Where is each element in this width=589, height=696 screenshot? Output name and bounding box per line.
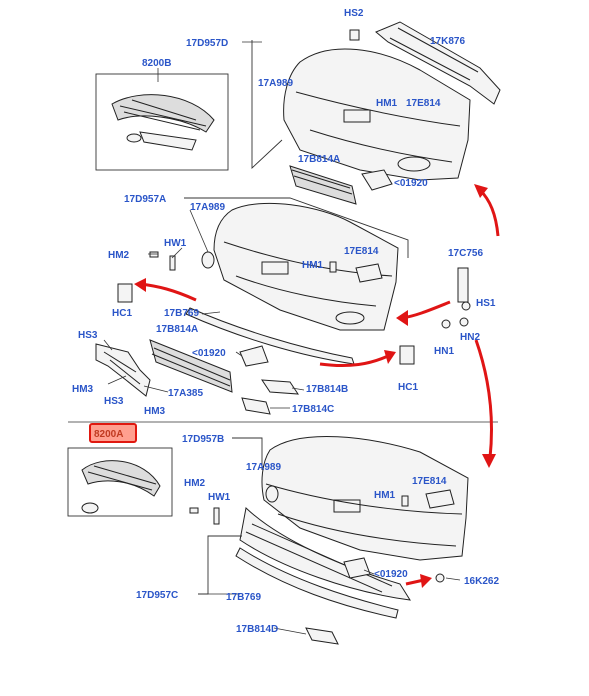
grille-8200A[interactable] (81, 460, 161, 497)
side-grille-17B814D[interactable] (305, 627, 339, 645)
arrow-lip-to-hc1 (319, 354, 389, 368)
label-HS3-bottom: HS3 (104, 396, 124, 407)
nut-HN1[interactable] (441, 319, 451, 329)
label-17A989-top: 17A989 (258, 78, 293, 89)
fastener-HM2-mid[interactable] (149, 251, 159, 258)
label-17B814A-mid: 17B814A (156, 324, 198, 335)
grille-8200B-box (95, 68, 229, 171)
nut-HS1[interactable] (461, 301, 471, 311)
side-grille-17B814B[interactable] (261, 379, 299, 395)
grille-8200B-lower[interactable] (139, 131, 197, 151)
badge-emblem-8200A (81, 502, 99, 514)
grille-8200A-box (67, 423, 173, 517)
bracket-HC1-left[interactable] (117, 283, 133, 303)
label-17E814-bottom: 17E814 (412, 476, 447, 487)
label-17A989-bottom: 17A989 (246, 462, 281, 473)
label-HN1: HN1 (434, 346, 454, 357)
grille-8200B[interactable] (111, 94, 215, 133)
label-17E814-top: 17E814 (406, 98, 441, 109)
side-grille-17B814C[interactable] (241, 397, 271, 415)
label-HM2-mid: HM2 (108, 250, 130, 261)
label-HM1-top: HM1 (376, 98, 398, 109)
lip-strip-17B769-bottom[interactable] (235, 547, 399, 619)
fastener-HW1-mid[interactable] (169, 255, 176, 271)
label-17B769-mid: 17B769 (164, 308, 199, 319)
fastener-HW1-bottom[interactable] (213, 507, 220, 525)
label-17B814B: 17B814B (306, 384, 348, 395)
label-17D957C: 17D957C (136, 590, 178, 601)
arrow-top-right (478, 188, 500, 237)
fog-bezel-17A989-bottom[interactable] (265, 485, 279, 503)
label-17E814-mid: 17E814 (344, 246, 379, 257)
label-HS1: HS1 (476, 298, 496, 309)
direction-arrows (134, 184, 500, 588)
label-16K262: 16K262 (464, 576, 499, 587)
label-17B814D: 17B814D (236, 624, 278, 635)
label-01920-top: <01920 (394, 178, 428, 189)
label-17D957A: 17D957A (124, 194, 166, 205)
label-HC1-left: HC1 (112, 308, 132, 319)
arrow-mid-left (139, 282, 197, 302)
lower-valance-17D957C[interactable] (239, 507, 411, 601)
label-HS3-top: HS3 (78, 330, 98, 341)
label-17D957B: 17D957B (182, 434, 224, 445)
bracket-HC1-right[interactable] (399, 345, 415, 365)
label-17A989-mid: 17A989 (190, 202, 225, 213)
label-HM3-bottom: HM3 (144, 406, 166, 417)
label-17C756: 17C756 (448, 248, 483, 259)
label-HC1-right: HC1 (398, 382, 418, 393)
label-17B814C: 17B814C (292, 404, 334, 415)
fastener-HM1-mid[interactable] (329, 261, 337, 273)
nut-HN2[interactable] (459, 317, 469, 327)
top-bumper-assembly (242, 21, 501, 205)
fog-cover-01920-bottom[interactable] (343, 557, 371, 579)
label-HW1-bottom: HW1 (208, 492, 231, 503)
bumper-cover-17D957D[interactable] (283, 48, 471, 181)
part-callout-8200A-highlight[interactable] (89, 423, 137, 443)
label-HM2-bottom: HM2 (184, 478, 206, 489)
label-HS2: HS2 (344, 8, 364, 19)
fog-bezel-17A989-mid[interactable] (201, 251, 215, 269)
label-HW1-mid: HW1 (164, 238, 187, 249)
bumper-cover-17D957A[interactable] (213, 202, 399, 331)
fastener-HM1-bottom[interactable] (401, 495, 409, 507)
label-8200A: 8200A (94, 429, 123, 440)
part-labels: HS2 17K876 17D957D 17A989 HM1 17E814 17B… (72, 8, 499, 635)
clip-16K262[interactable] (435, 573, 445, 583)
label-17K876: 17K876 (430, 36, 465, 47)
bumper-cover-17D957B[interactable] (261, 436, 469, 561)
label-HN2: HN2 (460, 332, 480, 343)
label-8200B: 8200B (142, 58, 171, 69)
bottom-bumper-assembly (189, 436, 469, 645)
arrow-mid-right (401, 300, 451, 320)
label-HM3-top: HM3 (72, 384, 94, 395)
bracket-17E814-bottom[interactable] (425, 489, 455, 509)
bracket-17C756[interactable] (457, 267, 469, 303)
label-17D957D: 17D957D (186, 38, 228, 49)
label-01920-bottom: <01920 (374, 569, 408, 580)
label-17B814A-top: 17B814A (298, 154, 340, 165)
fastener-HM2-bottom[interactable] (189, 507, 199, 514)
label-HM1-bottom: HM1 (374, 490, 396, 501)
clip-HS2[interactable] (349, 29, 360, 41)
label-17B769-bottom: 17B769 (226, 592, 261, 603)
middle-bumper-assembly (95, 197, 471, 415)
fog-cover-01920-top[interactable] (361, 169, 393, 191)
arrow-right-down (474, 339, 493, 459)
fog-cover-01920-mid[interactable] (239, 345, 269, 367)
label-HM1-mid: HM1 (302, 260, 324, 271)
label-01920-mid: <01920 (192, 348, 226, 359)
bracket-17E814-mid[interactable] (355, 263, 383, 283)
label-17A385: 17A385 (168, 388, 203, 399)
badge-emblem-8200B (126, 133, 142, 143)
